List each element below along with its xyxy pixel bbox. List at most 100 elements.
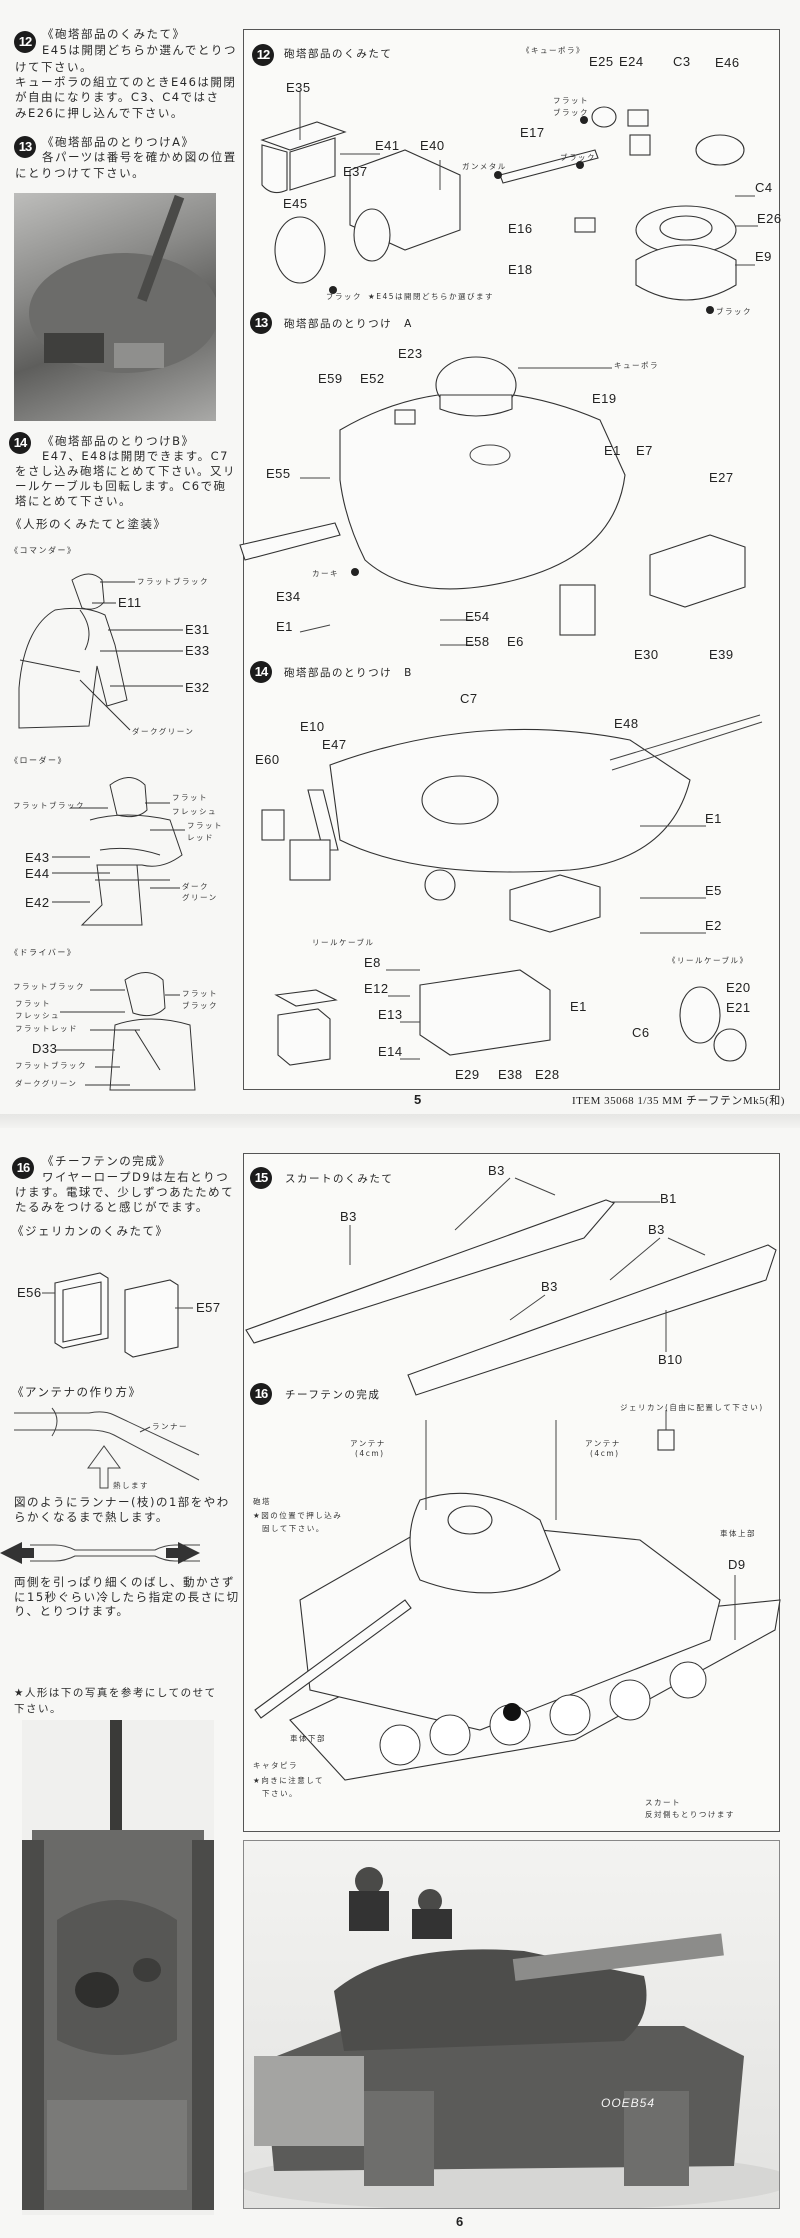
part-label: E10 <box>300 719 325 734</box>
part-label: E58 <box>465 634 490 649</box>
jerrycan-label: ジェリカン(自由に配置して下さい) <box>620 1403 764 1412</box>
part-label: E48 <box>614 716 639 731</box>
antenna-heading: 《アンテナの作り方》 <box>12 1385 142 1399</box>
part-label: E40 <box>420 138 445 153</box>
step-12-text: が自由になります。C3、C4ではさ <box>15 90 220 104</box>
stretch-drawing <box>0 1542 200 1564</box>
part-label: E24 <box>619 54 644 69</box>
step-12-title: 砲塔部品のくみたて <box>284 48 393 60</box>
part-label: E60 <box>255 752 280 767</box>
driver-label: フレッシュ <box>15 1011 60 1020</box>
part-label: E8 <box>364 955 381 970</box>
driver-label: フラットブラック <box>13 982 85 991</box>
cupola-label: キューポラ <box>614 361 659 370</box>
license-plate-text: OOEB54 <box>601 2096 656 2110</box>
step15-drawing <box>245 1177 777 1396</box>
commander-label: フラットブラック <box>137 577 209 586</box>
step-13-badge: 13 <box>14 136 36 158</box>
part-label: C3 <box>673 54 691 69</box>
commander-label: ダークグリーン <box>132 727 195 736</box>
part-label: E2 <box>705 918 722 933</box>
part-label: E45 <box>283 196 308 211</box>
driver-label: D33 <box>32 1041 58 1056</box>
part-label: B3 <box>488 1163 505 1178</box>
part-label: E54 <box>465 609 490 624</box>
commander-label: E32 <box>185 680 210 695</box>
jerrycan-heading: 《ジェリカンのくみたて》 <box>12 1224 169 1238</box>
turret-photo-art <box>29 194 216 373</box>
part-label: E34 <box>276 589 301 604</box>
step-13-title: 砲塔部品のとりつけ A <box>284 318 413 330</box>
runner-label: ランナー <box>152 1422 188 1431</box>
step-13-text: 各パーツは番号を確かめ図の位置 <box>42 150 237 164</box>
part-label: E5 <box>705 883 722 898</box>
track-note: ★向きに注意して <box>253 1776 324 1785</box>
part-label: E55 <box>266 466 291 481</box>
part-label: E27 <box>709 470 734 485</box>
step14-drawing <box>261 714 763 1066</box>
antenna-text: 図のようにランナー(枝)の1部をやわ <box>14 1495 230 1509</box>
part-label: E26 <box>757 211 782 226</box>
step-12-text: キューポラの組立てのときE46は開閉 <box>15 75 237 89</box>
part-label: E59 <box>318 371 343 386</box>
loader-label: フラットブラック <box>13 801 85 810</box>
page-number-5: 5 <box>414 1092 422 1107</box>
loader-label: ダーク <box>182 882 209 891</box>
part-label: E38 <box>498 1067 523 1082</box>
part-label: E37 <box>343 164 368 179</box>
antenna-text: らかくなるまで熱します。 <box>14 1510 169 1524</box>
loader-label: フレッシュ <box>172 807 217 816</box>
part-label: E20 <box>726 980 751 995</box>
skirt-note: 反対側もとりつけます <box>645 1810 735 1819</box>
driver-label: ダークグリーン <box>15 1079 78 1088</box>
part-label: B3 <box>340 1209 357 1224</box>
part-label: E56 <box>17 1285 42 1300</box>
loader-label: グリーン <box>182 893 218 902</box>
part-label: E1 <box>705 811 722 826</box>
commander-label: E31 <box>185 622 210 637</box>
loader-label: E42 <box>25 895 50 910</box>
part-label: E30 <box>634 647 659 662</box>
loader-heading: 《ローダー》 <box>10 756 67 765</box>
paint-label: ブラック <box>553 108 589 117</box>
part-label: E13 <box>378 1007 403 1022</box>
part-label: E39 <box>709 647 734 662</box>
part-label: E47 <box>322 737 347 752</box>
page6-left-drawings <box>0 1272 200 1564</box>
part-label: E57 <box>196 1300 221 1315</box>
turret-note: 固して下さい。 <box>262 1524 325 1533</box>
loader-figure <box>52 777 185 926</box>
part-label: E35 <box>286 80 311 95</box>
part-label: E52 <box>360 371 385 386</box>
step-14-text: 塔にとめて下さい。 <box>15 494 132 508</box>
paint-label: ブラック <box>716 307 752 316</box>
part-label: C7 <box>460 691 478 706</box>
commander-heading: 《コマンダー》 <box>10 546 77 555</box>
step-14-heading: 《砲塔部品のとりつけB》 <box>42 434 195 448</box>
step-13-badge: 13 <box>250 312 272 334</box>
antenna-length: (4cm) <box>590 1449 620 1458</box>
tank-top-view-photo <box>22 1720 214 2215</box>
driver-label: フラット <box>15 999 51 1008</box>
heat-label: 熱します <box>113 1481 149 1490</box>
turret-label: 砲塔 <box>253 1497 271 1506</box>
assembly-drawings-page5 <box>239 92 763 1066</box>
step-16-title: チーフテンの完成 <box>285 1389 381 1401</box>
step-12-text: E45は開閉どちらか選んでとりつ <box>42 43 237 57</box>
step12-note: ★E45は開閉どちらか選びます <box>368 292 495 301</box>
antenna-text: り、とりつけます。 <box>14 1604 130 1618</box>
part-label: E21 <box>726 1000 751 1015</box>
step12-drawing <box>260 92 758 314</box>
step-12-text: けて下さい。 <box>15 60 93 74</box>
step-14-text: ールケーブルも回転します。C6で砲 <box>15 479 227 493</box>
finished-tank-photo-art <box>244 1867 779 2208</box>
paint-label: ブラック <box>560 153 596 162</box>
part-label: E7 <box>636 443 653 458</box>
loader-label: フラット <box>187 821 223 830</box>
page-number-6: 6 <box>456 2214 464 2229</box>
arrow-left-icon <box>0 1542 34 1564</box>
step-14-text: E47、E48は開閉できます。C7 <box>42 449 229 463</box>
antenna-text: 両側を引っぱり細くのばし、動かさず <box>14 1575 235 1589</box>
figure-note: ★人形は下の写真を参考にしてのせて <box>14 1687 217 1699</box>
